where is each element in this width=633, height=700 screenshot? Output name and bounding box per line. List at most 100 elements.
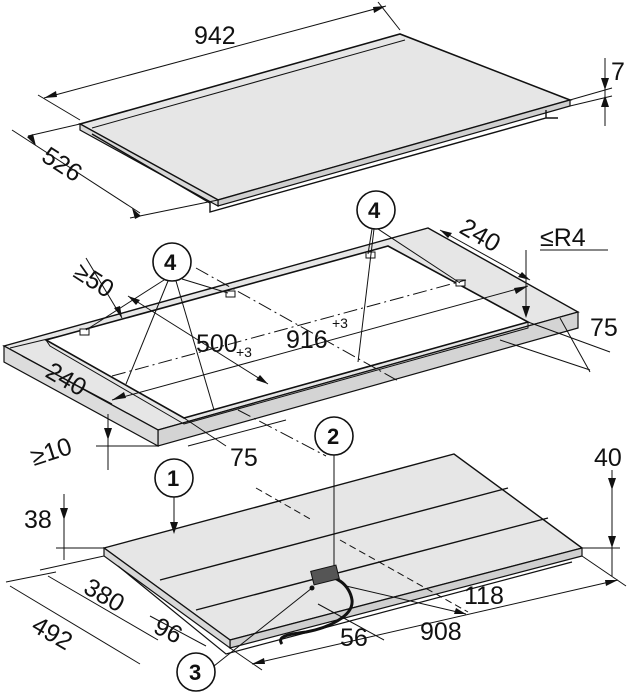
dim-50-label: ≥50 [69, 258, 119, 304]
callout-4-right-number: 4 [368, 198, 381, 223]
dim-75r-ext-1 [527, 321, 611, 353]
dimension-38: 38 [24, 494, 104, 560]
center-line-short [195, 267, 401, 383]
dim-40-arrow-bottom [608, 536, 616, 548]
clip-2 [225, 290, 236, 298]
dim-500-line [127, 295, 269, 385]
dim-942-arrow-right [373, 6, 386, 13]
dim-916-label: 916 [286, 326, 328, 354]
dim-240r-arrow-left [440, 230, 452, 238]
dim-908-line [251, 579, 619, 665]
callout-1-number: 1 [167, 466, 179, 491]
cooktop-top-view [77, 33, 573, 213]
callout-4-right-circle [356, 190, 396, 230]
dim-118-label: 118 [464, 582, 504, 610]
dim-908-arrow-right [605, 580, 618, 586]
dim-500-tol: +3 [236, 344, 252, 360]
dimension-40: 40 [582, 444, 622, 576]
dim-7-arrow-top [601, 78, 609, 90]
dim-75b-line [183, 417, 227, 447]
dimension-942: 942 [37, 1, 401, 121]
dim-240r-line [439, 229, 531, 281]
callout-3-number: 3 [189, 660, 201, 685]
dim-526-ext-bottom [129, 199, 219, 219]
dim-240r-arrow-right [518, 272, 530, 280]
dim-492-ext [5, 571, 57, 583]
dim-380-ext [39, 555, 105, 571]
dim-526-arrow-bottom [132, 208, 141, 219]
dimension-916: 916 +3 [111, 285, 529, 401]
dim-r4-arrow [522, 306, 530, 318]
dimension-75-right: 75 [499, 314, 618, 373]
center-line-continue [237, 409, 327, 457]
callout-4-left-leader-1 [85, 279, 165, 331]
dim-10-label: ≥10 [27, 432, 75, 471]
dim-10-arrow [104, 428, 112, 440]
dim-240l-line [21, 355, 113, 405]
callout-3-circle [176, 652, 216, 692]
callout-3: 3 [176, 585, 315, 692]
callout-4-right-leader-3 [357, 228, 375, 363]
dim-38-arrow [60, 508, 68, 520]
power-cable [279, 575, 354, 645]
dim-75b-label: 75 [230, 444, 258, 472]
dim-908-label: 908 [420, 618, 462, 646]
dim-75b-ext [187, 419, 287, 447]
dim-380-label: 380 [79, 573, 129, 618]
center-line-long [111, 279, 467, 377]
glass-inner-edge [91, 39, 406, 129]
dimension-radius: ≤R4 [522, 224, 608, 318]
dim-942-ext-right [377, 1, 401, 31]
dim-942-label: 942 [194, 22, 236, 50]
callout-4-left: 4 [85, 242, 229, 411]
dim-908-ext-left [229, 647, 263, 671]
dim-916-arrow-right [514, 286, 528, 294]
dim-500-arrow-top [128, 296, 140, 305]
cutout-center-lines [111, 267, 467, 457]
dim-526-arrow-top [27, 134, 36, 146]
dimension-75-bottom: 75 [183, 417, 287, 472]
callout-3-dot [309, 585, 315, 591]
dimension-908: 908 [229, 555, 627, 671]
dim-240l-ext [9, 335, 61, 349]
dim-118-arrow [454, 608, 466, 614]
dim-75r-line [559, 317, 591, 373]
callout-4-right: 4 [356, 190, 461, 363]
cable-connector [310, 564, 340, 586]
dimension-118: 118 [345, 582, 504, 615]
glass-bottom-frame [91, 110, 558, 213]
callout-4-left-number: 4 [164, 250, 177, 275]
clip-1 [79, 328, 90, 336]
dim-7-label: 7 [611, 58, 625, 86]
callout-4-left-circle [152, 242, 192, 282]
hob-zone-divider-2 [195, 517, 549, 611]
dim-7-arrow-bottom [601, 95, 609, 107]
dimension-500: 500 +3 [127, 295, 269, 385]
dim-916-line [111, 285, 529, 401]
dim-492-label: 492 [27, 611, 77, 656]
dim-118-line [345, 585, 467, 615]
dim-75r-ext-2 [499, 339, 591, 371]
dim-40-arrow-top [608, 478, 616, 490]
callout-3-leader [213, 587, 313, 667]
dim-942-line [43, 5, 387, 99]
dim-916-tol: +3 [332, 315, 348, 331]
dim-908-ext-right [581, 555, 627, 587]
hob-base-frame [117, 561, 573, 655]
dim-56-line [317, 603, 385, 641]
clip-4 [455, 279, 466, 287]
callout-2-number: 2 [327, 424, 339, 449]
callout-4-right-leader-1 [367, 228, 373, 255]
callout-2: 2 [314, 416, 354, 566]
callout-4-right-leader-2 [377, 228, 461, 284]
dim-r4-label: ≤R4 [540, 224, 586, 252]
cable-route-dashed-2 [339, 539, 469, 613]
dim-526-ext-top [27, 123, 81, 137]
dimension-7: 7 [569, 58, 625, 126]
dim-40-label: 40 [594, 444, 622, 472]
callout-4-left-leader-3 [175, 280, 215, 411]
dim-96-line [149, 615, 207, 647]
cutout-inner-wall [45, 322, 529, 425]
callout-1-arrow [170, 522, 178, 534]
